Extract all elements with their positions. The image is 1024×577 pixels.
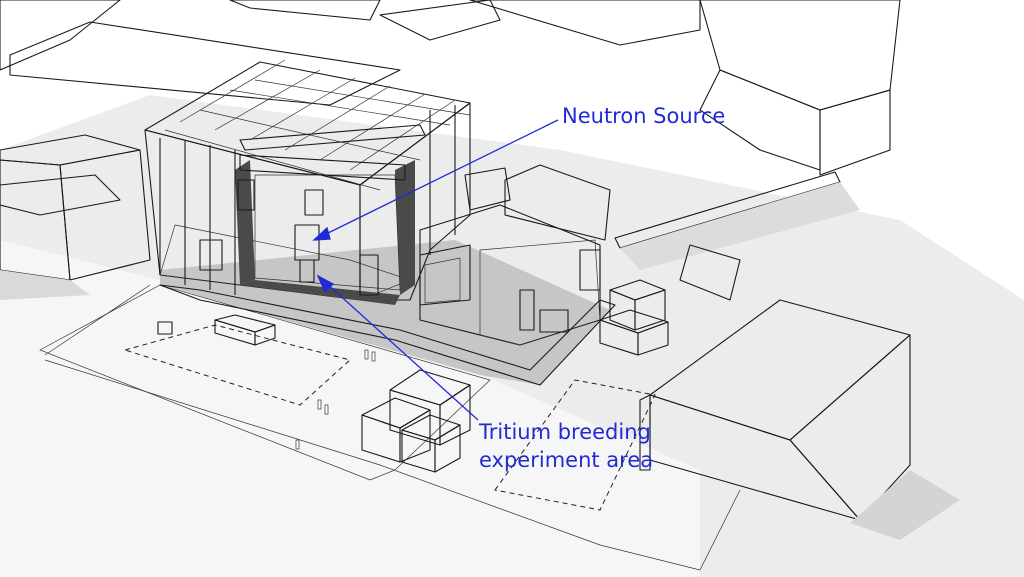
storage-containers [157,279,669,473]
tritium-label-line2: experiment area [479,448,654,472]
tritium-breeding-label: Tritium breeding experiment area [479,418,653,474]
people-figures [295,349,376,450]
main-hall [144,59,471,305]
perimeter-fence [44,284,741,571]
building-shadow [160,240,610,385]
right-building [639,244,960,540]
neutron-source-label: Neutron Source [562,102,725,130]
tritium-area-arrowhead [316,274,335,294]
callout-arrows [312,119,559,421]
neutron-source-text: Neutron Source [562,104,726,128]
laydown-areas [123,324,656,511]
exhaust-duct [614,171,860,270]
left-building [0,134,151,300]
tritium-label-line1: Tritium breeding [479,420,651,444]
tritium-area-leader [324,281,479,421]
neutron-source-arrowhead [312,226,331,241]
neutron-source-leader [321,119,559,237]
background-buildings [0,0,901,176]
